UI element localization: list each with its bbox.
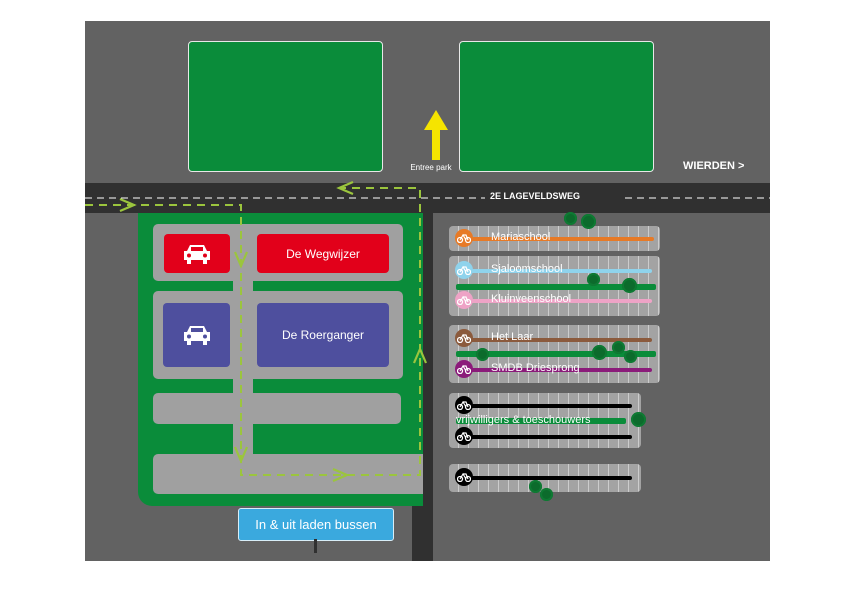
bicycle-icon bbox=[455, 360, 473, 378]
bike-row-label: Het Laar bbox=[491, 331, 534, 343]
car-icon-badge bbox=[164, 234, 230, 273]
bicycle-icon bbox=[455, 229, 473, 247]
bicycle-icon bbox=[455, 427, 473, 445]
tree-icon bbox=[592, 345, 607, 360]
tree-icon bbox=[476, 348, 489, 361]
bus-sign-post bbox=[314, 539, 317, 553]
bicycle-icon bbox=[455, 291, 473, 309]
bike-row-label: SMDB Driesprong bbox=[491, 362, 580, 374]
car-icon-badge bbox=[163, 303, 230, 367]
tree-icon bbox=[564, 212, 577, 225]
tree-icon bbox=[624, 350, 637, 363]
tree-icon bbox=[631, 412, 646, 427]
parking-lane bbox=[153, 393, 401, 424]
road-label: 2E LAGEVELDSWEG bbox=[490, 191, 581, 201]
bike-row-bar bbox=[464, 269, 652, 273]
direction-label: WIERDEN > bbox=[683, 160, 745, 172]
bike-row-label: Kluinveenschool bbox=[491, 293, 572, 305]
bicycle-icon bbox=[455, 396, 473, 414]
bike-row-bar bbox=[464, 404, 632, 408]
bike-row-label: vrijwilligers & toeschouwers bbox=[456, 414, 591, 426]
entrance-label: Entree park bbox=[410, 163, 452, 172]
hedge-line bbox=[456, 351, 656, 357]
parking-lane bbox=[233, 224, 253, 494]
hedge-line bbox=[456, 284, 656, 290]
bike-row-bar bbox=[464, 299, 652, 303]
bicycle-icon bbox=[455, 329, 473, 347]
tree-icon bbox=[622, 278, 637, 293]
tree-icon bbox=[587, 273, 600, 286]
bike-row-bar bbox=[464, 338, 652, 342]
sports-field-right bbox=[459, 41, 654, 172]
car-lot-label: De Wegwijzer bbox=[257, 234, 389, 273]
sports-field-left bbox=[188, 41, 383, 172]
car-icon bbox=[183, 326, 210, 345]
bike-row-bar bbox=[464, 237, 654, 241]
bike-row-bar bbox=[464, 435, 632, 439]
car-lot-label: De Roerganger bbox=[257, 303, 389, 367]
entrance-arrow-icon bbox=[424, 110, 448, 160]
road-centerline bbox=[85, 197, 770, 199]
hedge-line bbox=[456, 418, 626, 424]
tree-icon bbox=[612, 341, 625, 354]
bike-row-label: Mariaschool bbox=[491, 231, 551, 243]
bicycle-icon bbox=[455, 468, 473, 486]
bike-row-bar bbox=[464, 476, 632, 480]
car-icon bbox=[184, 244, 210, 264]
bike-row-bar bbox=[464, 368, 652, 372]
bus-loading-zone: In & uit laden bussen bbox=[238, 508, 394, 541]
bike-row-label: Sjaloomschool bbox=[491, 263, 563, 275]
bicycle-icon bbox=[455, 261, 473, 279]
tree-icon bbox=[581, 214, 596, 229]
tree-icon bbox=[529, 480, 542, 493]
tree-icon bbox=[540, 488, 553, 501]
